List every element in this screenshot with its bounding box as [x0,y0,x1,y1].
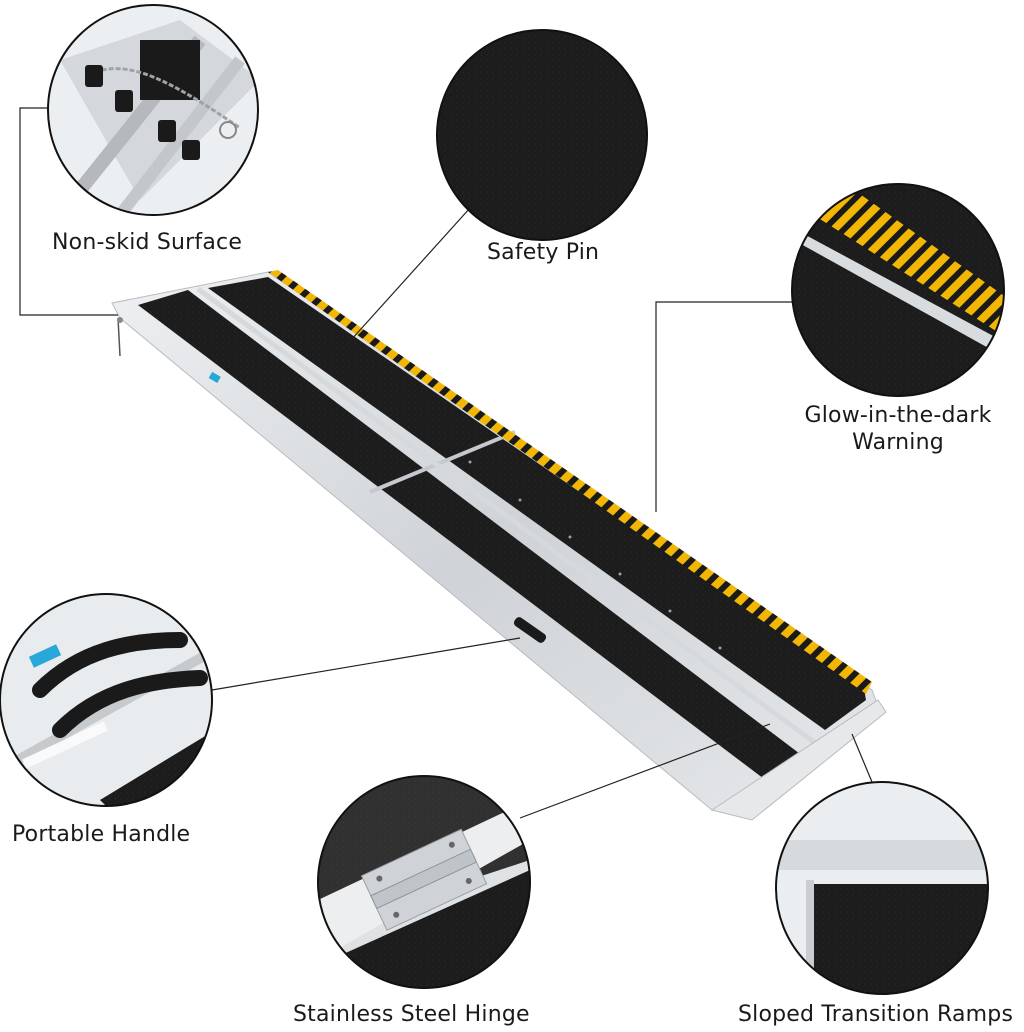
label-glow-warning-line1: Glow-in-the-dark [804,403,992,428]
callout-circle-sloped-ramps [775,781,989,995]
callout-circle-safety-pin [436,29,648,241]
label-non-skid-surface: Non-skid Surface [52,230,243,255]
transition-ramp [710,699,887,821]
leader-ramps [851,733,873,783]
leader-handle [211,637,521,691]
callout-circle-handle [0,593,213,807]
label-portable-handle: Portable Handle [12,822,191,847]
label-glow-warning-line2: Warning [852,430,944,455]
leader-glow-warning [655,301,792,512]
leader-hinge [519,723,771,819]
ramp-grip-right [208,277,866,730]
label-sloped-transition-ramps: Sloped Transition Ramps [738,1002,1014,1027]
label-stainless-steel-hinge: Stainless Steel Hinge [293,1002,530,1027]
ramp-handle [513,617,547,643]
leader-safety-pin [341,207,471,351]
warning-strip [268,270,872,694]
label-safety-pin: Safety Pin [487,240,600,265]
leader-lines [19,107,873,819]
callout-circle-glow-warning [791,183,1005,397]
callout-circle-non-skid [47,4,259,216]
ramp-grip-left [138,290,808,785]
leader-non-skid [19,107,118,316]
folding-ramp [111,270,887,821]
callout-circle-hinge [317,775,531,989]
